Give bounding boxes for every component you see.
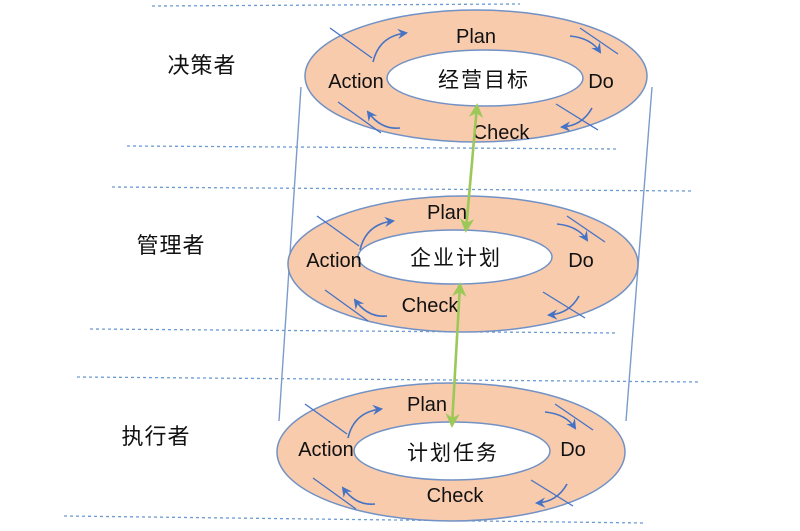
divider-check-action	[312, 477, 357, 510]
pdca-ring-middle: Plan Do Check Action 企业计划	[287, 195, 639, 333]
ring-center-text-top: 经营目标	[438, 68, 530, 92]
divider-plan-do	[579, 27, 619, 55]
rotation-arrows	[353, 216, 589, 320]
action-label: Action	[298, 439, 354, 461]
plan-label: Plan	[456, 26, 496, 48]
cylinder-edge-right-line	[625, 86, 653, 422]
segment-divider-lines	[304, 403, 594, 510]
dashed-line-tier2-bottom	[89, 328, 619, 334]
check-label: Check	[427, 485, 485, 507]
rotation-arrow-icon	[353, 298, 388, 317]
do-label: Do	[588, 71, 614, 93]
ring-center-text-middle: 企业计划	[410, 246, 502, 270]
rotation-arrow-icon	[341, 486, 376, 505]
divider-plan-do	[554, 403, 594, 431]
dashed-line-bottom	[63, 515, 646, 524]
check-label: Check	[402, 295, 460, 317]
pdca-ring-bottom: Plan Do Check Action 计划任务	[276, 382, 626, 522]
divider-check-action	[324, 289, 369, 322]
divider-do-check	[555, 103, 599, 131]
plan-label: Plan	[407, 394, 447, 416]
action-label: Action	[306, 250, 362, 272]
rotation-arrow-icon	[359, 216, 396, 251]
level-label-manager: 管理者	[136, 233, 205, 258]
divider-check-action	[337, 101, 382, 134]
rotation-arrow-icon	[556, 223, 589, 242]
divider-action-plan	[316, 215, 360, 247]
segment-divider-lines	[316, 215, 606, 322]
level-connector-arrows	[445, 103, 484, 428]
plan-label: Plan	[427, 202, 467, 224]
connector-double-arrow-icon	[459, 103, 484, 233]
rotation-arrow-icon	[544, 411, 577, 430]
ring-inner-ellipse	[386, 49, 584, 107]
divider-action-plan	[304, 403, 348, 435]
divider-do-check	[530, 479, 574, 507]
rotation-arrows	[341, 404, 577, 508]
dashed-line-tier3-top	[76, 376, 701, 383]
level-label-executor: 执行者	[121, 424, 190, 449]
action-label: Action	[328, 71, 384, 93]
rotation-arrow-icon	[534, 483, 568, 508]
rotation-arrow-icon	[569, 35, 602, 54]
level-label-decision-maker: 决策者	[167, 53, 236, 78]
divider-do-check	[542, 291, 586, 319]
do-label: Do	[560, 439, 586, 461]
segment-divider-lines	[329, 27, 619, 134]
rotation-arrows	[366, 28, 602, 132]
pdca-ring-top: Plan Do Check Action 经营目标	[304, 9, 648, 144]
rotation-arrow-icon	[559, 107, 593, 132]
rotation-arrow-icon	[372, 28, 409, 63]
divider-plan-do	[566, 215, 606, 243]
dashed-line-top	[151, 3, 521, 7]
rotation-arrow-icon	[546, 295, 580, 320]
tier-role-labels: 决策者 管理者 执行者	[121, 53, 236, 449]
do-label: Do	[568, 250, 594, 272]
ring-center-text-bottom: 计划任务	[407, 441, 499, 465]
dashed-line-tier2-top	[111, 186, 693, 192]
divider-action-plan	[329, 27, 373, 59]
dashed-line-tier1-bottom	[126, 145, 619, 150]
check-label: Check	[473, 122, 531, 144]
rotation-arrow-icon	[366, 110, 401, 129]
connector-double-arrow-icon	[445, 282, 467, 428]
rotation-arrow-icon	[347, 404, 384, 439]
level-separator-lines	[63, 3, 701, 524]
